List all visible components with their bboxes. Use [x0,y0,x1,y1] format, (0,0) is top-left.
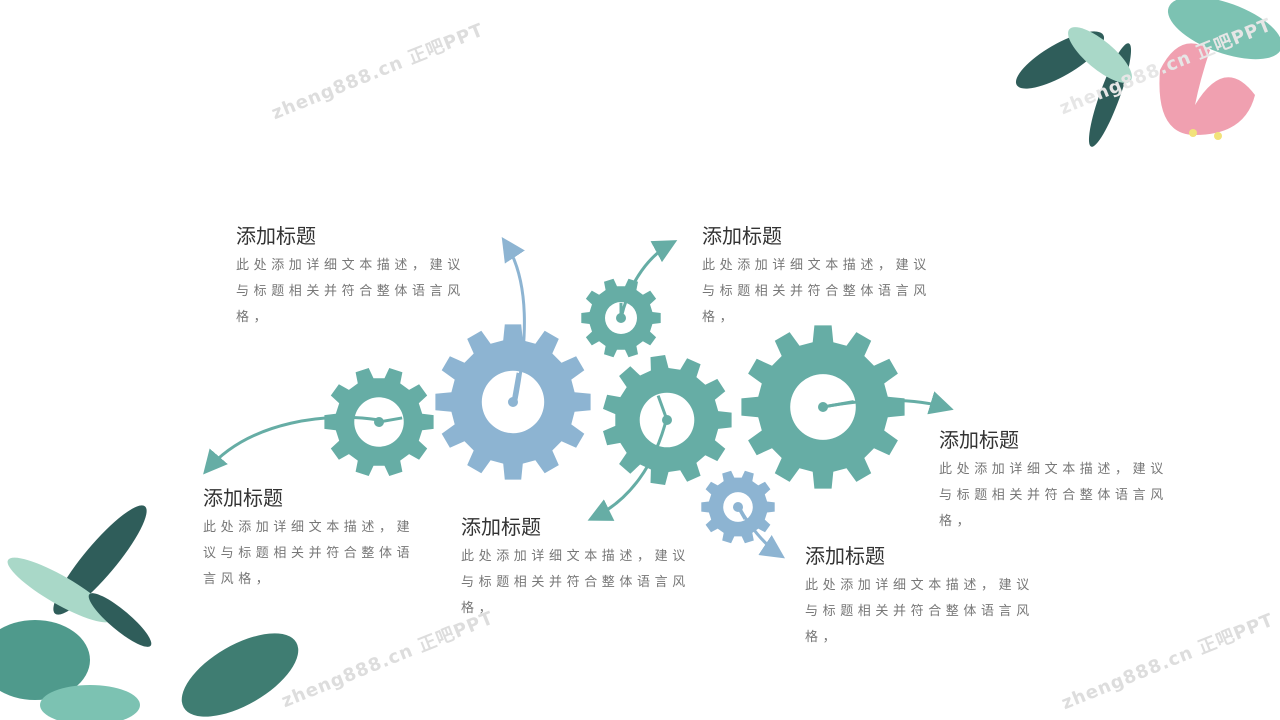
gear-icon [701,470,775,544]
leaves-bottom-left [0,505,299,720]
block-desc: 此处添加详细文本描述，建议与标题相关并符合整体语言风格， [461,549,690,616]
block-title: 添加标题 [461,515,541,539]
gear-icon [603,355,732,485]
gear-center-dot [733,502,743,512]
text-block-6: 添加标题 此处添加详细文本描述，建议与标题相关并符合整体语言风格， [805,543,1041,651]
gear-center-dot [508,397,518,407]
block-desc: 此处添加详细文本描述，建议与标题相关并符合整体语言风格， [805,578,1034,645]
gear-center-dot [374,417,384,427]
text-block-5: 添加标题 此处添加详细文本描述，建议与标题相关并符合整体语言风格， [939,427,1175,535]
block-desc: 此处添加详细文本描述，建议与标题相关并符合整体语言风格， [236,258,465,325]
gear-center-dot [662,415,672,425]
gear-icon [435,324,591,480]
block-desc: 此处添加详细文本描述，建议与标题相关并符合整体语言风格， [702,258,931,325]
gear-pointer [822,400,854,409]
gear-center-dot [818,402,828,412]
gear-icon [741,325,905,489]
block-title: 添加标题 [203,486,283,510]
text-block-4: 添加标题 此处添加详细文本描述，建议与标题相关并符合整体语言风格， [461,514,697,622]
text-block-2: 添加标题 此处添加详细文本描述，建议与标题相关并符合整体语言风格， [702,223,938,331]
block-title: 添加标题 [939,428,1019,452]
block-title: 添加标题 [805,544,885,568]
block-desc: 此处添加详细文本描述，建议与标题相关并符合整体语言风格， [939,462,1168,529]
leaves-top-right [1015,0,1280,147]
gear-icon [581,278,661,358]
block-title: 添加标题 [236,224,316,248]
gear-center-dot [616,313,626,323]
gear-icon [324,368,434,476]
text-block-3: 添加标题 此处添加详细文本描述，建议与标题相关并符合整体语言风格， [203,485,423,593]
block-title: 添加标题 [702,224,782,248]
block-desc: 此处添加详细文本描述，建议与标题相关并符合整体语言风格， [203,520,415,587]
text-block-1: 添加标题 此处添加详细文本描述，建议与标题相关并符合整体语言风格， [236,223,472,331]
